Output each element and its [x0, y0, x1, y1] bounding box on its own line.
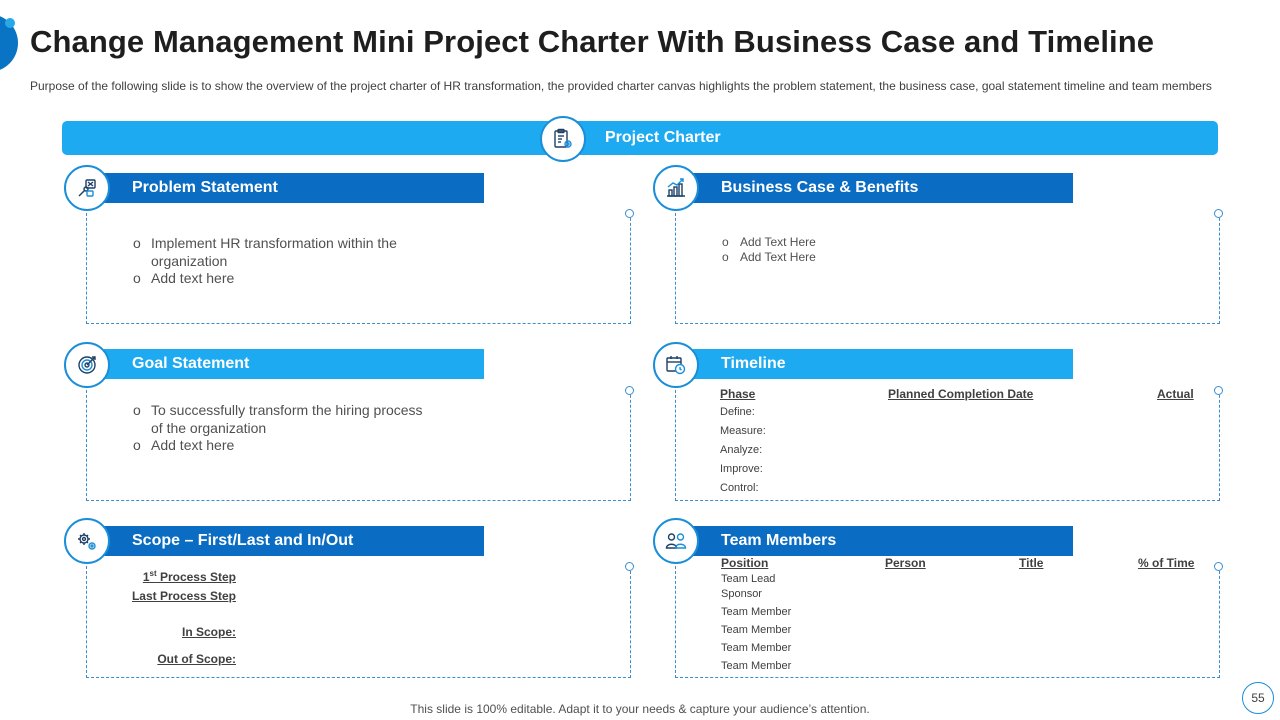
team-col-position: Position: [721, 556, 769, 570]
timeline-phase: Control:: [720, 482, 759, 494]
list-item: Add text here: [133, 437, 433, 455]
page-title: Change Management Mini Project Charter W…: [30, 24, 1155, 59]
footer-note: This slide is 100% editable. Adapt it to…: [410, 702, 870, 716]
timeline-phase: Measure:: [720, 425, 766, 437]
list-item: Add text here: [133, 270, 433, 288]
timeline-header: Timeline: [693, 349, 1073, 379]
panel-corner-dot: [1214, 386, 1223, 395]
timeline-phase: Define:: [720, 406, 755, 418]
goal-statement-header: Goal Statement: [104, 349, 484, 379]
team-row: Sponsor: [721, 588, 762, 600]
panel-corner-dot: [1214, 209, 1223, 218]
project-charter-bar: [62, 121, 1218, 155]
scope-first-step: 1st Process Step: [142, 569, 236, 584]
corner-decoration-dot: [5, 18, 15, 28]
team-row: Team Member: [721, 660, 792, 672]
team-row: Team Member: [721, 624, 792, 636]
panel-corner-dot: [625, 562, 634, 571]
goal-statement-panel: [86, 390, 631, 501]
team-row: Team Member: [721, 642, 792, 654]
timeline-col-phase: Phase: [720, 387, 756, 401]
panel-corner-dot: [625, 209, 634, 218]
business-case-bullets: Add Text Here Add Text Here: [722, 235, 922, 264]
timeline-phase: Analyze:: [720, 444, 763, 456]
tools-icon: [64, 165, 110, 211]
business-case-panel: [675, 213, 1220, 324]
team-icon: [653, 518, 699, 564]
scope-panel: [86, 566, 631, 678]
problem-statement-panel: [86, 213, 631, 324]
problem-statement-header: Problem Statement: [104, 173, 484, 203]
team-members-panel: [675, 566, 1220, 678]
timeline-phase: Improve:: [720, 463, 763, 475]
panel-corner-dot: [625, 386, 634, 395]
team-col-person: Person: [885, 556, 926, 570]
team-row: Team Lead: [721, 573, 776, 585]
list-item: To successfully transform the hiring pro…: [133, 402, 433, 437]
scope-last-step: Last Process Step: [131, 589, 236, 603]
goal-statement-bullets: To successfully transform the hiring pro…: [133, 402, 433, 455]
calendar-clock-icon: [653, 342, 699, 388]
list-item: Add Text Here: [722, 250, 922, 265]
scope-in: In Scope:: [181, 625, 236, 639]
list-item: Implement HR transformation within the o…: [133, 235, 433, 270]
page-number: 55: [1242, 682, 1274, 714]
scope-out: Out of Scope:: [157, 652, 236, 666]
page-subtitle: Purpose of the following slide is to sho…: [30, 79, 1212, 93]
timeline-col-actual: Actual: [1157, 387, 1194, 401]
clipboard-gear-icon: [540, 116, 586, 162]
target-icon: [64, 342, 110, 388]
list-item: Add Text Here: [722, 235, 922, 250]
project-charter-label: Project Charter: [605, 129, 721, 146]
growth-chart-icon: [653, 165, 699, 211]
team-col-title: Title: [1019, 556, 1044, 570]
team-col-time: % of Time: [1138, 556, 1195, 570]
team-members-header: Team Members: [693, 526, 1073, 556]
corner-decoration: [0, 14, 18, 72]
team-row: Team Member: [721, 606, 792, 618]
timeline-col-planned: Planned Completion Date: [888, 387, 1034, 401]
business-case-header: Business Case & Benefits: [693, 173, 1073, 203]
problem-statement-bullets: Implement HR transformation within the o…: [133, 235, 433, 288]
panel-corner-dot: [1214, 562, 1223, 571]
timeline-panel: [675, 390, 1220, 501]
scope-header: Scope – First/Last and In/Out: [104, 526, 484, 556]
gears-icon: [64, 518, 110, 564]
